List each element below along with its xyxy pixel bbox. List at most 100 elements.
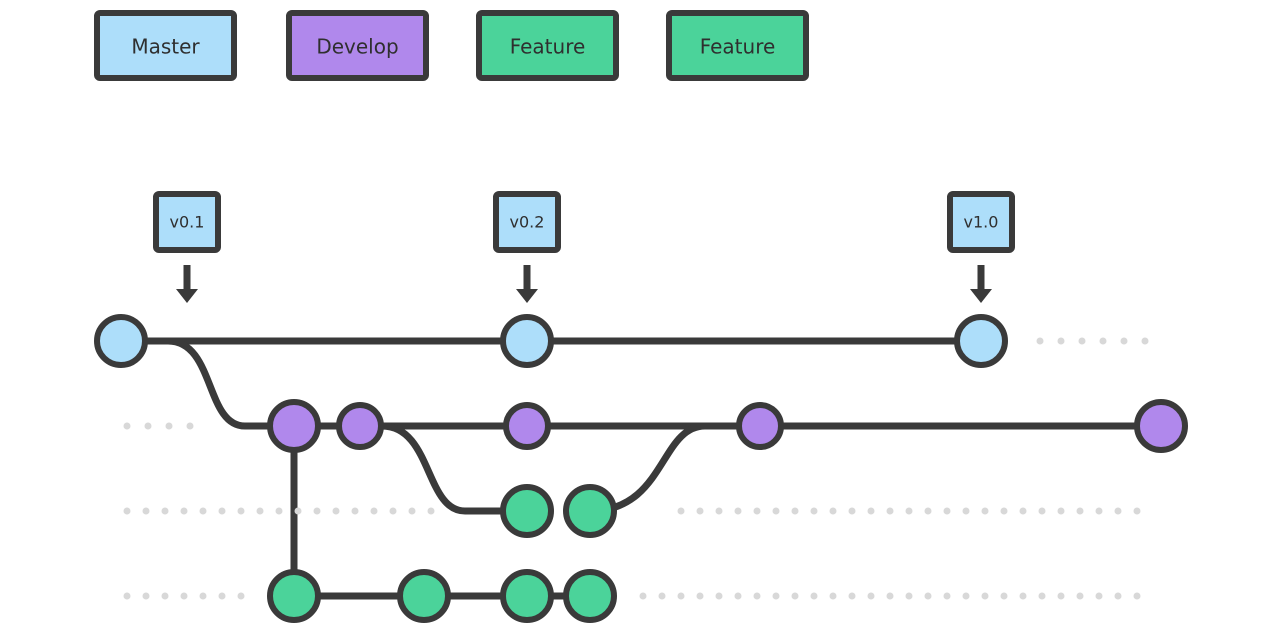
dotted-line-dot: [186, 422, 194, 430]
version-tag-box[interactable]: [947, 191, 1015, 253]
commit-node-master[interactable]: [500, 314, 554, 368]
dotted-line-dot: [924, 507, 932, 515]
dotted-line-dot: [715, 592, 723, 600]
dotted-line-dot: [829, 592, 837, 600]
commit-node-feature1[interactable]: [500, 484, 554, 538]
version-tag-label: v0.2: [510, 213, 545, 232]
dotted-line-dot: [1057, 592, 1065, 600]
commit-circle[interactable]: [336, 402, 384, 450]
dotted-line-dot: [1141, 337, 1149, 345]
feature1-merge-to-develop: [589, 422, 760, 515]
dotted-line-dot: [218, 507, 226, 515]
commit-node-develop[interactable]: [1134, 399, 1188, 453]
develop-left-dots: [123, 422, 194, 430]
legend-item-develop-1[interactable]: Develop: [286, 10, 429, 81]
master-right-dots: [1036, 337, 1149, 345]
tag-arrow-head: [970, 289, 992, 303]
dotted-line-dot: [1057, 337, 1065, 345]
legend-item-feature-3[interactable]: Feature: [666, 10, 809, 81]
commit-circle[interactable]: [267, 399, 321, 453]
dotted-line-dot: [734, 507, 742, 515]
dotted-line-dot: [867, 592, 875, 600]
dotted-line-dot: [180, 507, 188, 515]
master-to-develop-branch: [167, 337, 294, 430]
legend-item-feature-2[interactable]: Feature: [476, 10, 619, 81]
dotted-line-dot: [1019, 507, 1027, 515]
dotted-line-dot: [199, 507, 207, 515]
commit-circle[interactable]: [397, 569, 451, 623]
dotted-line-dot: [791, 507, 799, 515]
dotted-line-dot: [237, 507, 245, 515]
legend-swatch-box[interactable]: [286, 10, 429, 81]
dotted-line-dot: [1036, 337, 1044, 345]
commit-node-develop[interactable]: [503, 402, 551, 450]
dotted-line-dot: [199, 592, 207, 600]
dotted-line-dot: [1114, 592, 1122, 600]
version-tag-v0.1[interactable]: v0.1: [153, 191, 221, 303]
commit-node-master[interactable]: [94, 314, 148, 368]
commit-circle[interactable]: [503, 402, 551, 450]
edges-group: [121, 337, 1161, 600]
commit-node-feature2[interactable]: [397, 569, 451, 623]
dotted-line-dot: [1000, 507, 1008, 515]
commits-group: [94, 314, 1188, 623]
legend-swatch-box[interactable]: [476, 10, 619, 81]
commit-circle[interactable]: [736, 402, 784, 450]
legend-swatch-box[interactable]: [94, 10, 237, 81]
dotted-line-dot: [370, 507, 378, 515]
feature2-right-dots: [639, 592, 1141, 600]
dotted-line-dot: [943, 507, 951, 515]
commit-circle[interactable]: [94, 314, 148, 368]
dotted-line-dot: [1038, 592, 1046, 600]
dotted-line-dot: [389, 507, 397, 515]
commit-circle[interactable]: [500, 484, 554, 538]
feature2-left-dots: [123, 592, 245, 600]
version-tag-box[interactable]: [153, 191, 221, 253]
dotted-line-dot: [1019, 592, 1027, 600]
dotted-line-dot: [639, 592, 647, 600]
dotted-line-dot: [734, 592, 742, 600]
dotted-line-dot: [1000, 592, 1008, 600]
commit-circle[interactable]: [500, 569, 554, 623]
dotted-line-dot: [848, 507, 856, 515]
develop-to-feature1-branch: [381, 422, 527, 515]
legend-item-master-0[interactable]: Master: [94, 10, 237, 81]
dotted-line-dot: [905, 592, 913, 600]
commit-node-feature1[interactable]: [563, 484, 617, 538]
dotted-line-dot: [886, 592, 894, 600]
legend-swatch-box[interactable]: [666, 10, 809, 81]
dotted-line-dot: [848, 592, 856, 600]
commit-circle[interactable]: [1134, 399, 1188, 453]
dotted-line-dot: [1099, 337, 1107, 345]
commit-node-develop[interactable]: [336, 402, 384, 450]
commit-node-feature2[interactable]: [267, 569, 321, 623]
dotted-line-dot: [256, 507, 264, 515]
dotted-line-dot: [1076, 592, 1084, 600]
dotted-line-dot: [867, 507, 875, 515]
commit-node-develop[interactable]: [736, 402, 784, 450]
dotted-line-dot: [791, 592, 799, 600]
dotted-line-dot: [161, 507, 169, 515]
dotted-line-dot: [696, 592, 704, 600]
commit-node-feature2[interactable]: [500, 569, 554, 623]
dotted-line-dot: [677, 592, 685, 600]
commit-circle[interactable]: [500, 314, 554, 368]
commit-node-master[interactable]: [954, 314, 1008, 368]
commit-circle[interactable]: [563, 569, 617, 623]
commit-node-develop[interactable]: [267, 399, 321, 453]
commit-node-feature2[interactable]: [563, 569, 617, 623]
dotted-line-dot: [715, 507, 723, 515]
version-tag-box[interactable]: [493, 191, 561, 253]
commit-circle[interactable]: [954, 314, 1008, 368]
commit-circle[interactable]: [563, 484, 617, 538]
commit-circle[interactable]: [267, 569, 321, 623]
dotted-line-dot: [161, 592, 169, 600]
dotted-line-dot: [829, 507, 837, 515]
dotted-line-dot: [943, 592, 951, 600]
dotted-line-dot: [142, 592, 150, 600]
version-tag-v1.0[interactable]: v1.0: [947, 191, 1015, 303]
dotted-line-dot: [924, 592, 932, 600]
version-tag-v0.2[interactable]: v0.2: [493, 191, 561, 303]
